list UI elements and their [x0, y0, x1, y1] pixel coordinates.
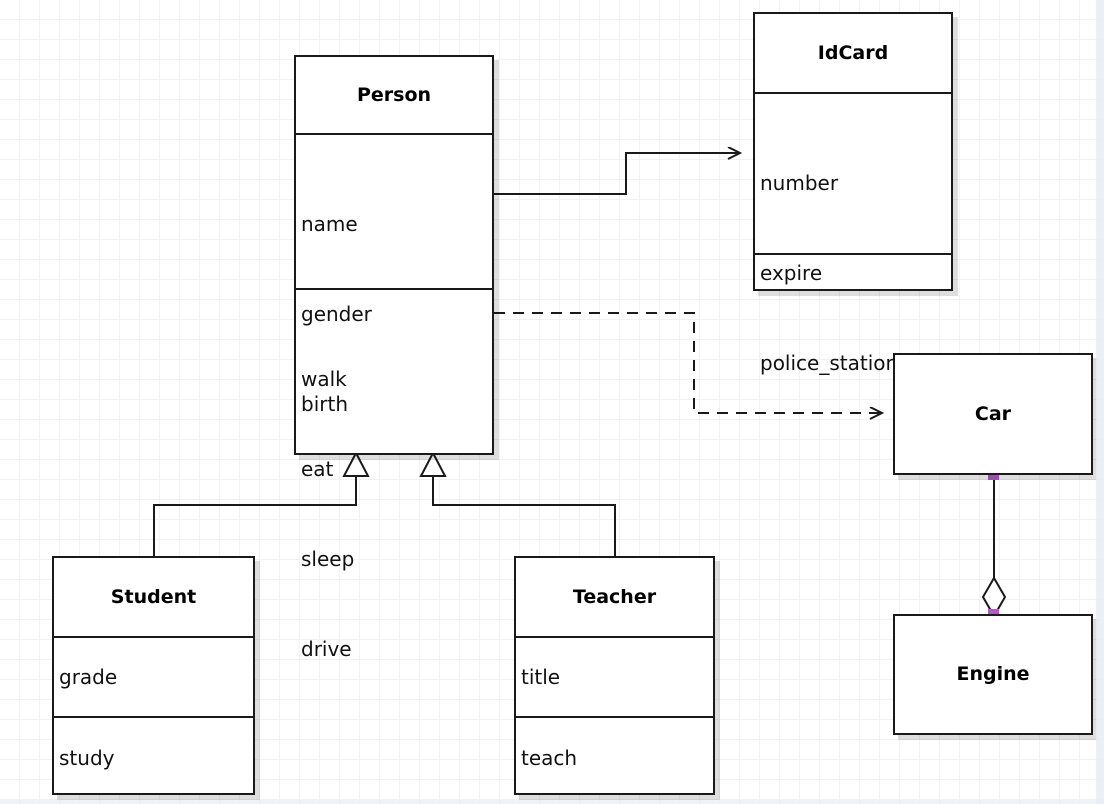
- class-operations-teacher: teach: [516, 716, 713, 797]
- operation-item: sleep: [301, 547, 355, 571]
- class-header-engine: Engine: [895, 616, 1091, 733]
- attribute-item: birth: [301, 392, 348, 416]
- class-name-teacher: Teacher: [572, 585, 657, 608]
- class-header-student: Student: [54, 558, 253, 636]
- class-header-teacher: Teacher: [516, 558, 713, 636]
- attribute-item: expire: [760, 261, 823, 285]
- operation-item: walk: [301, 367, 347, 391]
- operation-item: teach: [521, 745, 578, 770]
- class-header-car: Car: [895, 355, 1091, 473]
- operation-item: study: [59, 745, 115, 770]
- class-operations-idcard: [755, 253, 951, 289]
- class-header-person: Person: [296, 57, 492, 133]
- class-name-idcard: IdCard: [817, 41, 889, 64]
- attribute-item: police_station: [760, 351, 899, 375]
- class-box-person[interactable]: Person name gender birth walk eat sleep …: [294, 55, 494, 661]
- class-box-car[interactable]: Car: [893, 353, 1093, 475]
- attribute-item: gender: [301, 302, 372, 326]
- class-name-person: Person: [356, 83, 432, 106]
- operation-item: eat: [301, 457, 334, 481]
- attribute-item: name: [301, 212, 358, 236]
- class-name-engine: Engine: [956, 663, 1030, 685]
- attribute-item: title: [521, 665, 561, 689]
- class-attributes-idcard: number expire police_station: [755, 92, 951, 375]
- class-attributes-student: grade: [54, 636, 253, 716]
- class-box-engine[interactable]: Engine: [893, 614, 1093, 735]
- class-name-car: Car: [974, 402, 1012, 425]
- class-box-teacher[interactable]: Teacher title teach: [514, 556, 715, 795]
- attribute-item: number: [760, 171, 839, 195]
- class-attributes-person: name gender birth: [296, 133, 492, 416]
- class-box-student[interactable]: Student grade study: [52, 556, 255, 795]
- class-name-student: Student: [110, 585, 197, 608]
- relation-person-idcard[interactable]: [494, 153, 740, 195]
- operation-item: drive: [301, 637, 352, 661]
- class-attributes-teacher: title: [516, 636, 713, 716]
- class-header-idcard: IdCard: [755, 14, 951, 92]
- class-operations-student: study: [54, 716, 253, 797]
- canvas-edge-right: [1096, 0, 1104, 804]
- class-box-idcard[interactable]: IdCard number expire police_station: [753, 12, 953, 375]
- attribute-item: grade: [59, 665, 118, 689]
- class-operations-person: walk eat sleep drive: [296, 288, 492, 661]
- relation-car-engine[interactable]: [981, 475, 1007, 618]
- canvas-edge-bottom: [0, 800, 1104, 804]
